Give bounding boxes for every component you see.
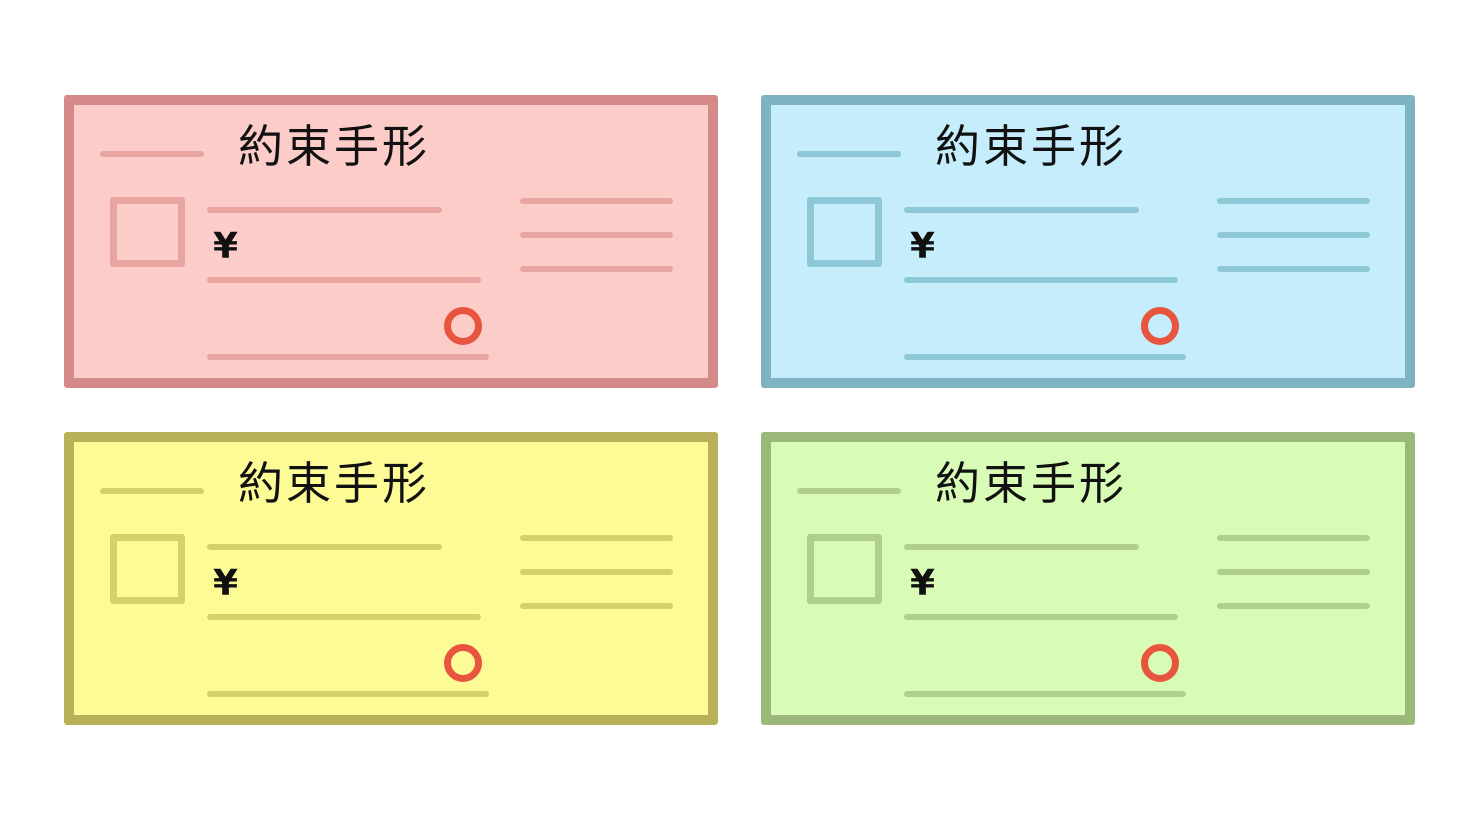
detail-line	[1217, 569, 1370, 575]
detail-line	[1217, 603, 1370, 609]
note-title: 約束手形	[238, 120, 431, 173]
payee-line	[207, 207, 442, 213]
detail-line	[520, 198, 673, 204]
header-line	[797, 488, 901, 494]
detail-line	[520, 266, 673, 272]
currency-symbol: ¥	[910, 563, 936, 604]
stamp-box	[807, 197, 882, 267]
note-title: 約束手形	[935, 120, 1128, 173]
signature-line	[904, 691, 1186, 697]
promissory-note-yellow: 約束手形 ¥	[64, 432, 718, 725]
signature-line	[207, 691, 489, 697]
note-title: 約束手形	[935, 457, 1128, 510]
header-line	[100, 488, 204, 494]
amount-line	[207, 277, 481, 283]
amount-line	[904, 277, 1178, 283]
amount-line	[207, 614, 481, 620]
detail-line	[1217, 266, 1370, 272]
seal-circle-icon	[1141, 644, 1179, 682]
promissory-note-blue: 約束手形 ¥	[761, 95, 1415, 388]
seal-circle-icon	[444, 644, 482, 682]
detail-line	[520, 232, 673, 238]
detail-line	[1217, 198, 1370, 204]
currency-symbol: ¥	[910, 226, 936, 267]
amount-line	[904, 614, 1178, 620]
seal-circle-icon	[444, 307, 482, 345]
note-title: 約束手形	[238, 457, 431, 510]
detail-line	[520, 569, 673, 575]
currency-symbol: ¥	[213, 226, 239, 267]
detail-line	[1217, 232, 1370, 238]
stamp-box	[110, 197, 185, 267]
signature-line	[904, 354, 1186, 360]
header-line	[100, 151, 204, 157]
payee-line	[904, 544, 1139, 550]
payee-line	[904, 207, 1139, 213]
signature-line	[207, 354, 489, 360]
detail-line	[1217, 535, 1370, 541]
promissory-note-green: 約束手形 ¥	[761, 432, 1415, 725]
promissory-note-red: 約束手形 ¥	[64, 95, 718, 388]
stamp-box	[110, 534, 185, 604]
detail-line	[520, 535, 673, 541]
currency-symbol: ¥	[213, 563, 239, 604]
stamp-box	[807, 534, 882, 604]
header-line	[797, 151, 901, 157]
payee-line	[207, 544, 442, 550]
detail-line	[520, 603, 673, 609]
seal-circle-icon	[1141, 307, 1179, 345]
